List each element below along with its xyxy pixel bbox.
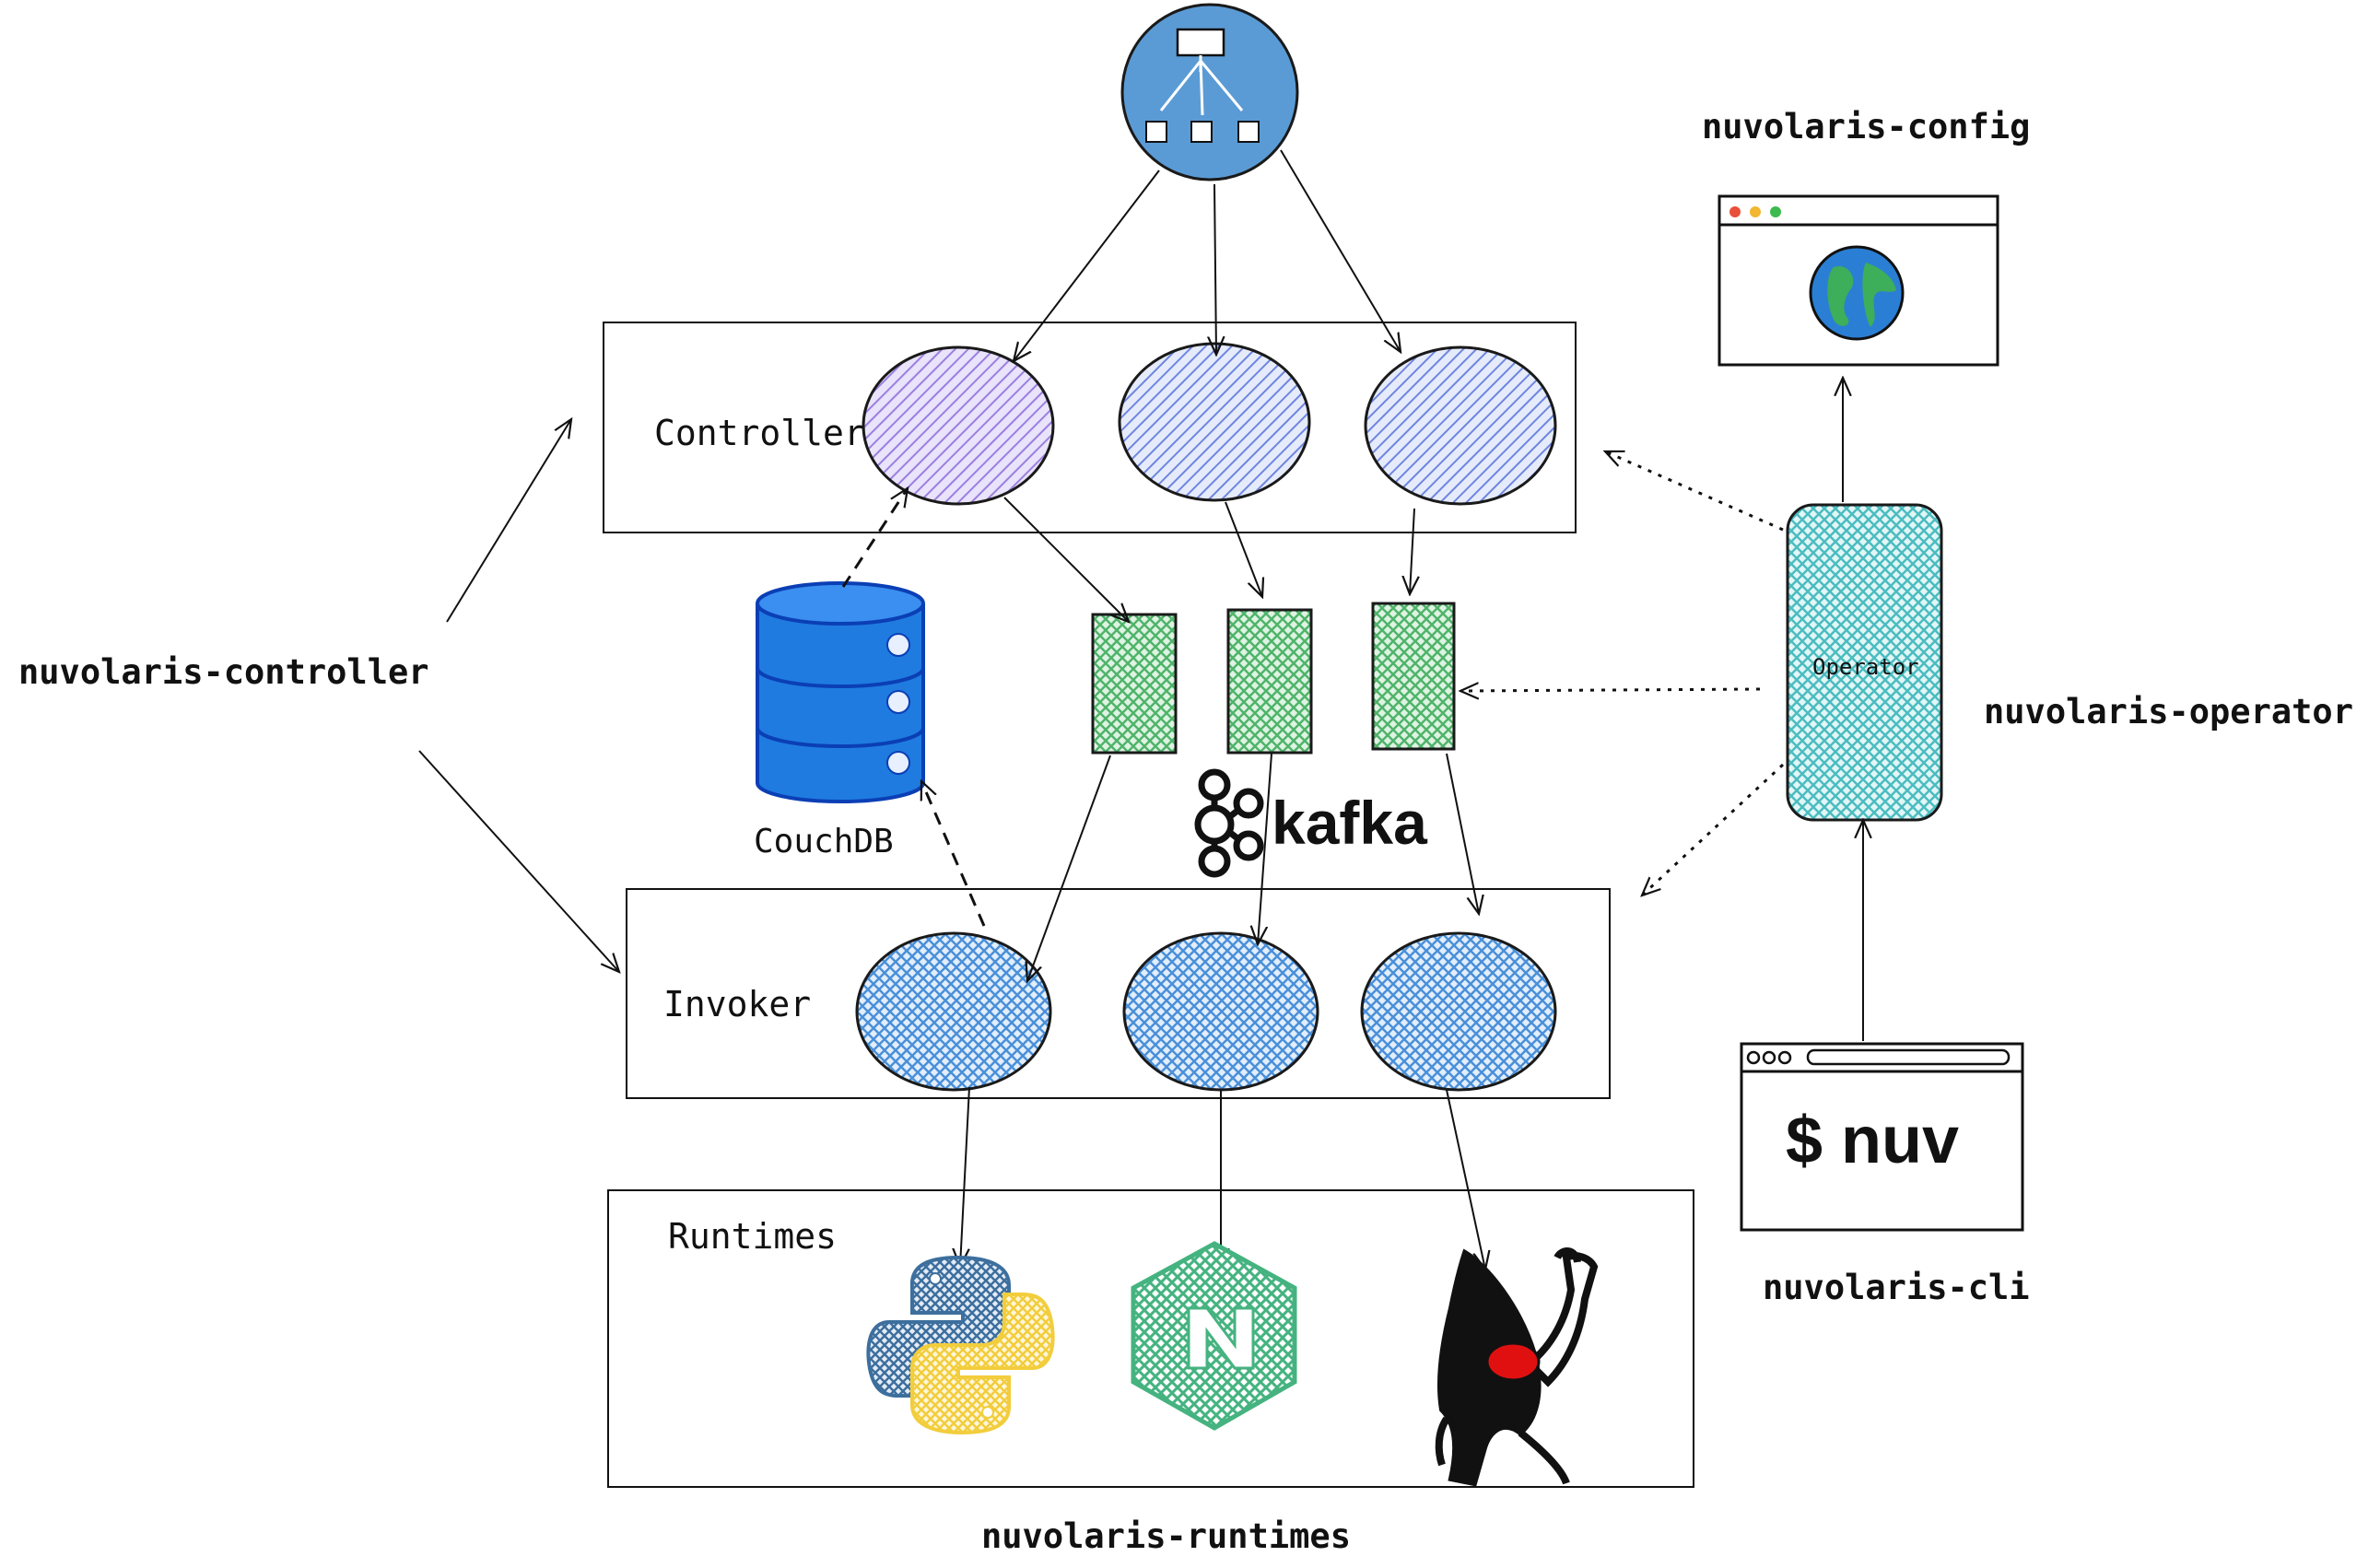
arrow-lb-controller-1 — [1014, 170, 1160, 361]
arrow-controller3-kafka3 — [1410, 508, 1414, 594]
operator-group-label: nuvolaris-operator — [1984, 692, 2353, 731]
controller-group-label: nuvolaris-controller — [18, 652, 429, 692]
controller-node-1 — [862, 345, 1055, 506]
arrow-invoker1-python — [960, 1086, 970, 1267]
database-icon — [756, 581, 925, 803]
nodejs-logo-icon — [1131, 1241, 1297, 1431]
cli-group-label: nuvolaris-cli — [1763, 1268, 2030, 1307]
terminal-window-icon — [1740, 1042, 2024, 1232]
load-balancer-icon — [1120, 3, 1299, 181]
arrow-operator-invoker — [1642, 763, 1785, 895]
globe-icon — [1809, 245, 1905, 341]
arrow-lb-controller-2 — [1214, 183, 1216, 355]
runtimes-label: Runtimes — [668, 1216, 837, 1257]
controller-node-2 — [1118, 342, 1311, 502]
invoker-label: Invoker — [663, 984, 811, 1024]
arrow-couchdb-controller — [841, 488, 908, 588]
kafka-logo-icon — [1194, 768, 1264, 878]
operator-label: Operator — [1812, 654, 1919, 680]
runtimes-group-label: nuvolaris-runtimes — [981, 1516, 1351, 1556]
arrow-invoker3-java — [1446, 1089, 1485, 1270]
kafka-topic-1 — [1091, 613, 1178, 755]
invoker-node-2 — [1122, 931, 1319, 1092]
cli-command: $ nuv — [1786, 1104, 1959, 1177]
controller-label: Controller — [654, 413, 865, 453]
arrow-invoker-couchdb — [920, 781, 986, 927]
arrow-group-invoker — [418, 750, 619, 972]
invoker-node-3 — [1360, 931, 1557, 1092]
arrow-operator-kafka — [1460, 689, 1761, 691]
config-group-label: nuvolaris-config — [1702, 107, 2030, 146]
arrow-lb-controller-3 — [1280, 149, 1401, 352]
couchdb-label: CouchDB — [754, 823, 894, 860]
java-duke-icon — [1435, 1247, 1599, 1487]
invoker-node-1 — [855, 931, 1052, 1092]
controller-node-3 — [1364, 345, 1557, 506]
invoker-box — [626, 888, 1611, 1099]
python-logo-icon — [866, 1255, 1055, 1435]
controller-box — [603, 322, 1577, 533]
kafka-topic-3 — [1371, 602, 1456, 751]
kafka-label: kafka — [1272, 789, 1428, 857]
arrow-operator-controller — [1605, 450, 1784, 532]
runtimes-box — [607, 1189, 1694, 1488]
arrow-controller2-kafka2 — [1225, 501, 1262, 597]
arrow-group-controller — [446, 419, 571, 623]
arrow-kafka2-invoker2 — [1258, 753, 1272, 944]
arrow-kafka3-invoker3 — [1446, 753, 1479, 914]
arrow-controller1-kafka1 — [1003, 497, 1129, 622]
kafka-topic-2 — [1226, 608, 1313, 755]
arrow-kafka1-invoker1 — [1027, 755, 1111, 981]
